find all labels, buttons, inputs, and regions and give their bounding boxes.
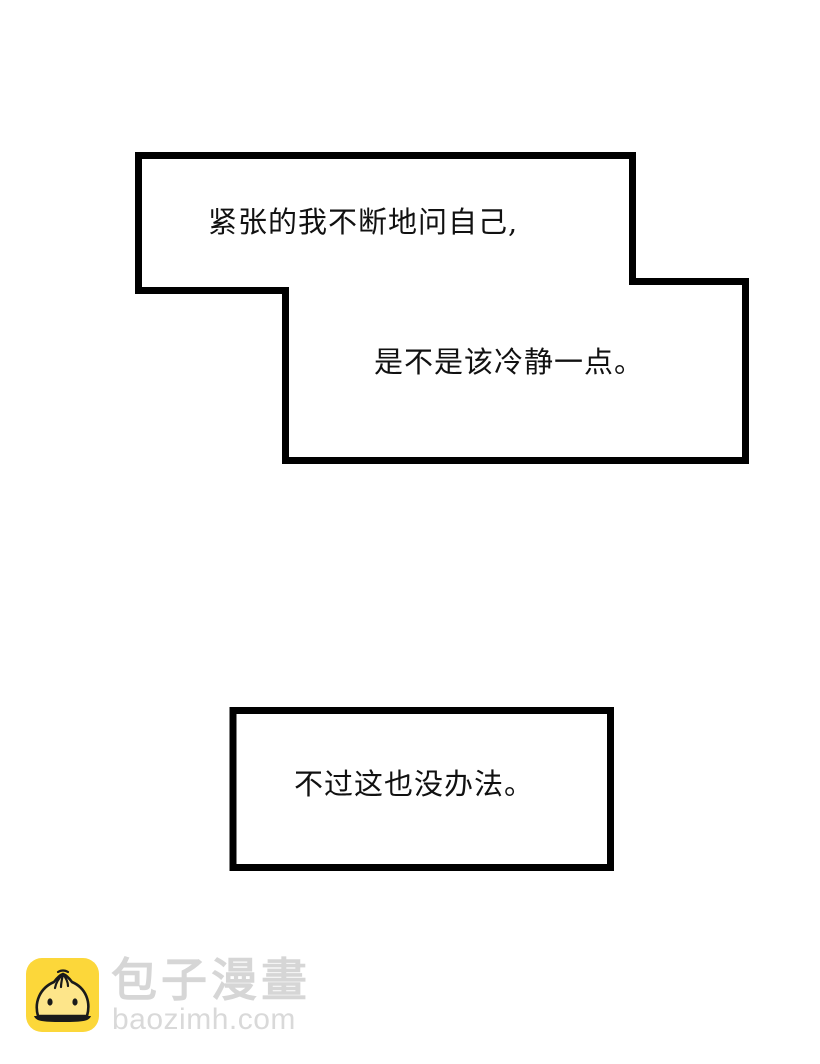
- rect-caption-box-border: [229, 707, 614, 871]
- watermark-title: 包子漫畫: [111, 953, 311, 1007]
- caption-line-1: 紧张的我不断地问自己,: [208, 205, 519, 239]
- steamed-bun-icon: [26, 958, 99, 1032]
- stepped-caption-box-border: [135, 152, 749, 464]
- watermark: 包子漫畫 baozimh.com: [26, 954, 326, 1038]
- watermark-url: baozimh.com: [112, 1003, 296, 1036]
- caption-line-2: 是不是该冷静一点。: [374, 345, 645, 379]
- caption-line-3: 不过这也没办法。: [294, 767, 535, 801]
